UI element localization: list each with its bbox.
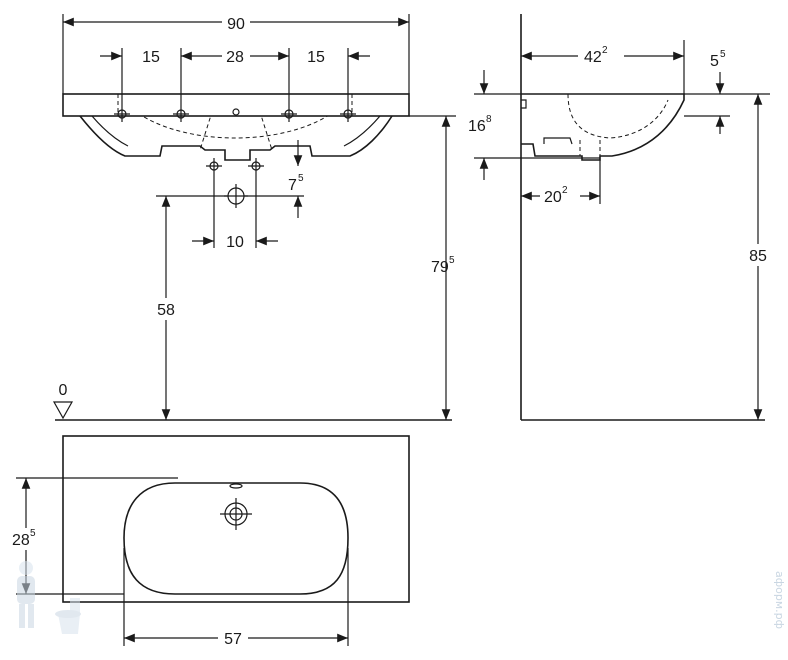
dim-waste-spacing: 10	[226, 234, 244, 251]
side-hidden-bowl	[567, 93, 669, 139]
dim-rim-height-sup: 5	[449, 255, 455, 266]
watermark-plumber-logo	[17, 561, 81, 634]
side-hidden-waste	[579, 140, 601, 156]
front-hidden-bowl	[117, 93, 353, 139]
dim-depth: 42	[584, 49, 602, 66]
dim-top-offset: 28	[12, 532, 30, 549]
dim-rim-offset: 5	[710, 53, 719, 70]
dim-waste-depth-sup: 2	[562, 185, 568, 196]
waste-fittings	[206, 158, 264, 208]
front-view: 90 90 15 28 15 7 5 10 58 79 5	[52, 12, 456, 421]
front-bowl-edge	[117, 94, 353, 116]
dim-hole-15-right: 15	[307, 49, 325, 66]
dim-waste-offset-sup: 5	[298, 173, 304, 184]
top-basin-outline	[123, 482, 349, 595]
top-overflow	[229, 483, 243, 489]
dim-waste-height: 58	[157, 302, 175, 319]
dim-rim-offset-sup: 5	[720, 49, 726, 60]
dim-basin-width: 57	[224, 631, 242, 648]
dim-basin-depth-sup: 8	[486, 114, 492, 125]
dim-basin-depth: 16	[468, 118, 486, 135]
front-basin-inner-right	[343, 115, 381, 147]
dim-depth-sup: 2	[602, 45, 608, 56]
front-basin-body	[79, 115, 393, 161]
top-drain	[220, 498, 252, 530]
dim-hole-28: 28	[226, 49, 244, 66]
floor-level-label: 0	[59, 382, 68, 399]
side-basin-profile	[521, 93, 685, 161]
dim-total-height: 85	[749, 248, 767, 265]
dim-hole-15-left: 15	[142, 49, 160, 66]
front-basin-inner	[91, 115, 129, 147]
watermark-text: аформ.рф	[773, 571, 786, 629]
tap-hole-markers	[114, 106, 356, 122]
dim-width-90-label: 90	[227, 16, 245, 33]
front-slab	[62, 93, 410, 117]
dim-waste-offset: 7	[288, 177, 297, 194]
top-view: 28 5 57	[10, 435, 410, 648]
dim-top-offset-sup: 5	[30, 528, 36, 539]
side-view: 42 2 5 5 16 8 20 2 85	[468, 14, 772, 421]
dim-rim-height: 79	[431, 259, 449, 276]
side-basin-inner	[521, 99, 573, 145]
top-countertop	[62, 435, 410, 603]
dim-waste-depth: 20	[544, 189, 562, 206]
floor-level-symbol	[52, 401, 74, 420]
